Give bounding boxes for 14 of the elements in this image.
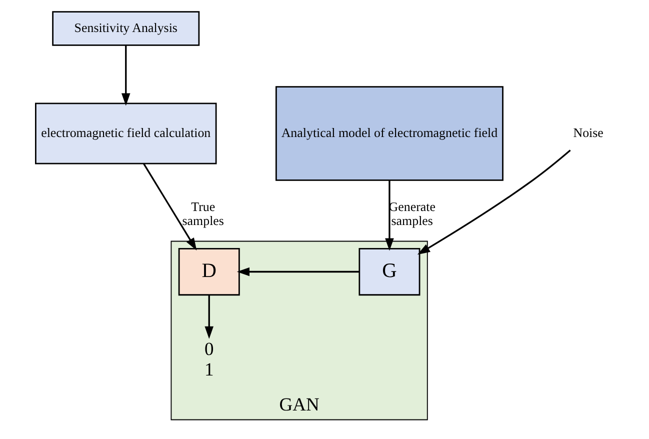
edge-label: True samples [182,198,224,228]
node-box: electromagnetic field calculation [35,102,217,164]
arrow [204,295,214,339]
node-box: G [358,248,420,296]
arrow [121,46,130,106]
arrow [385,180,394,251]
node-box: Sensitivity Analysis [52,11,200,46]
arrow [417,150,571,255]
node-box: D [178,248,240,296]
node-box: Analytical model of electromagnetic field [275,86,504,181]
arrow [143,163,197,250]
arrow [236,267,360,276]
node-text: Noise [573,124,604,140]
node-text: 0 1 [204,339,214,380]
